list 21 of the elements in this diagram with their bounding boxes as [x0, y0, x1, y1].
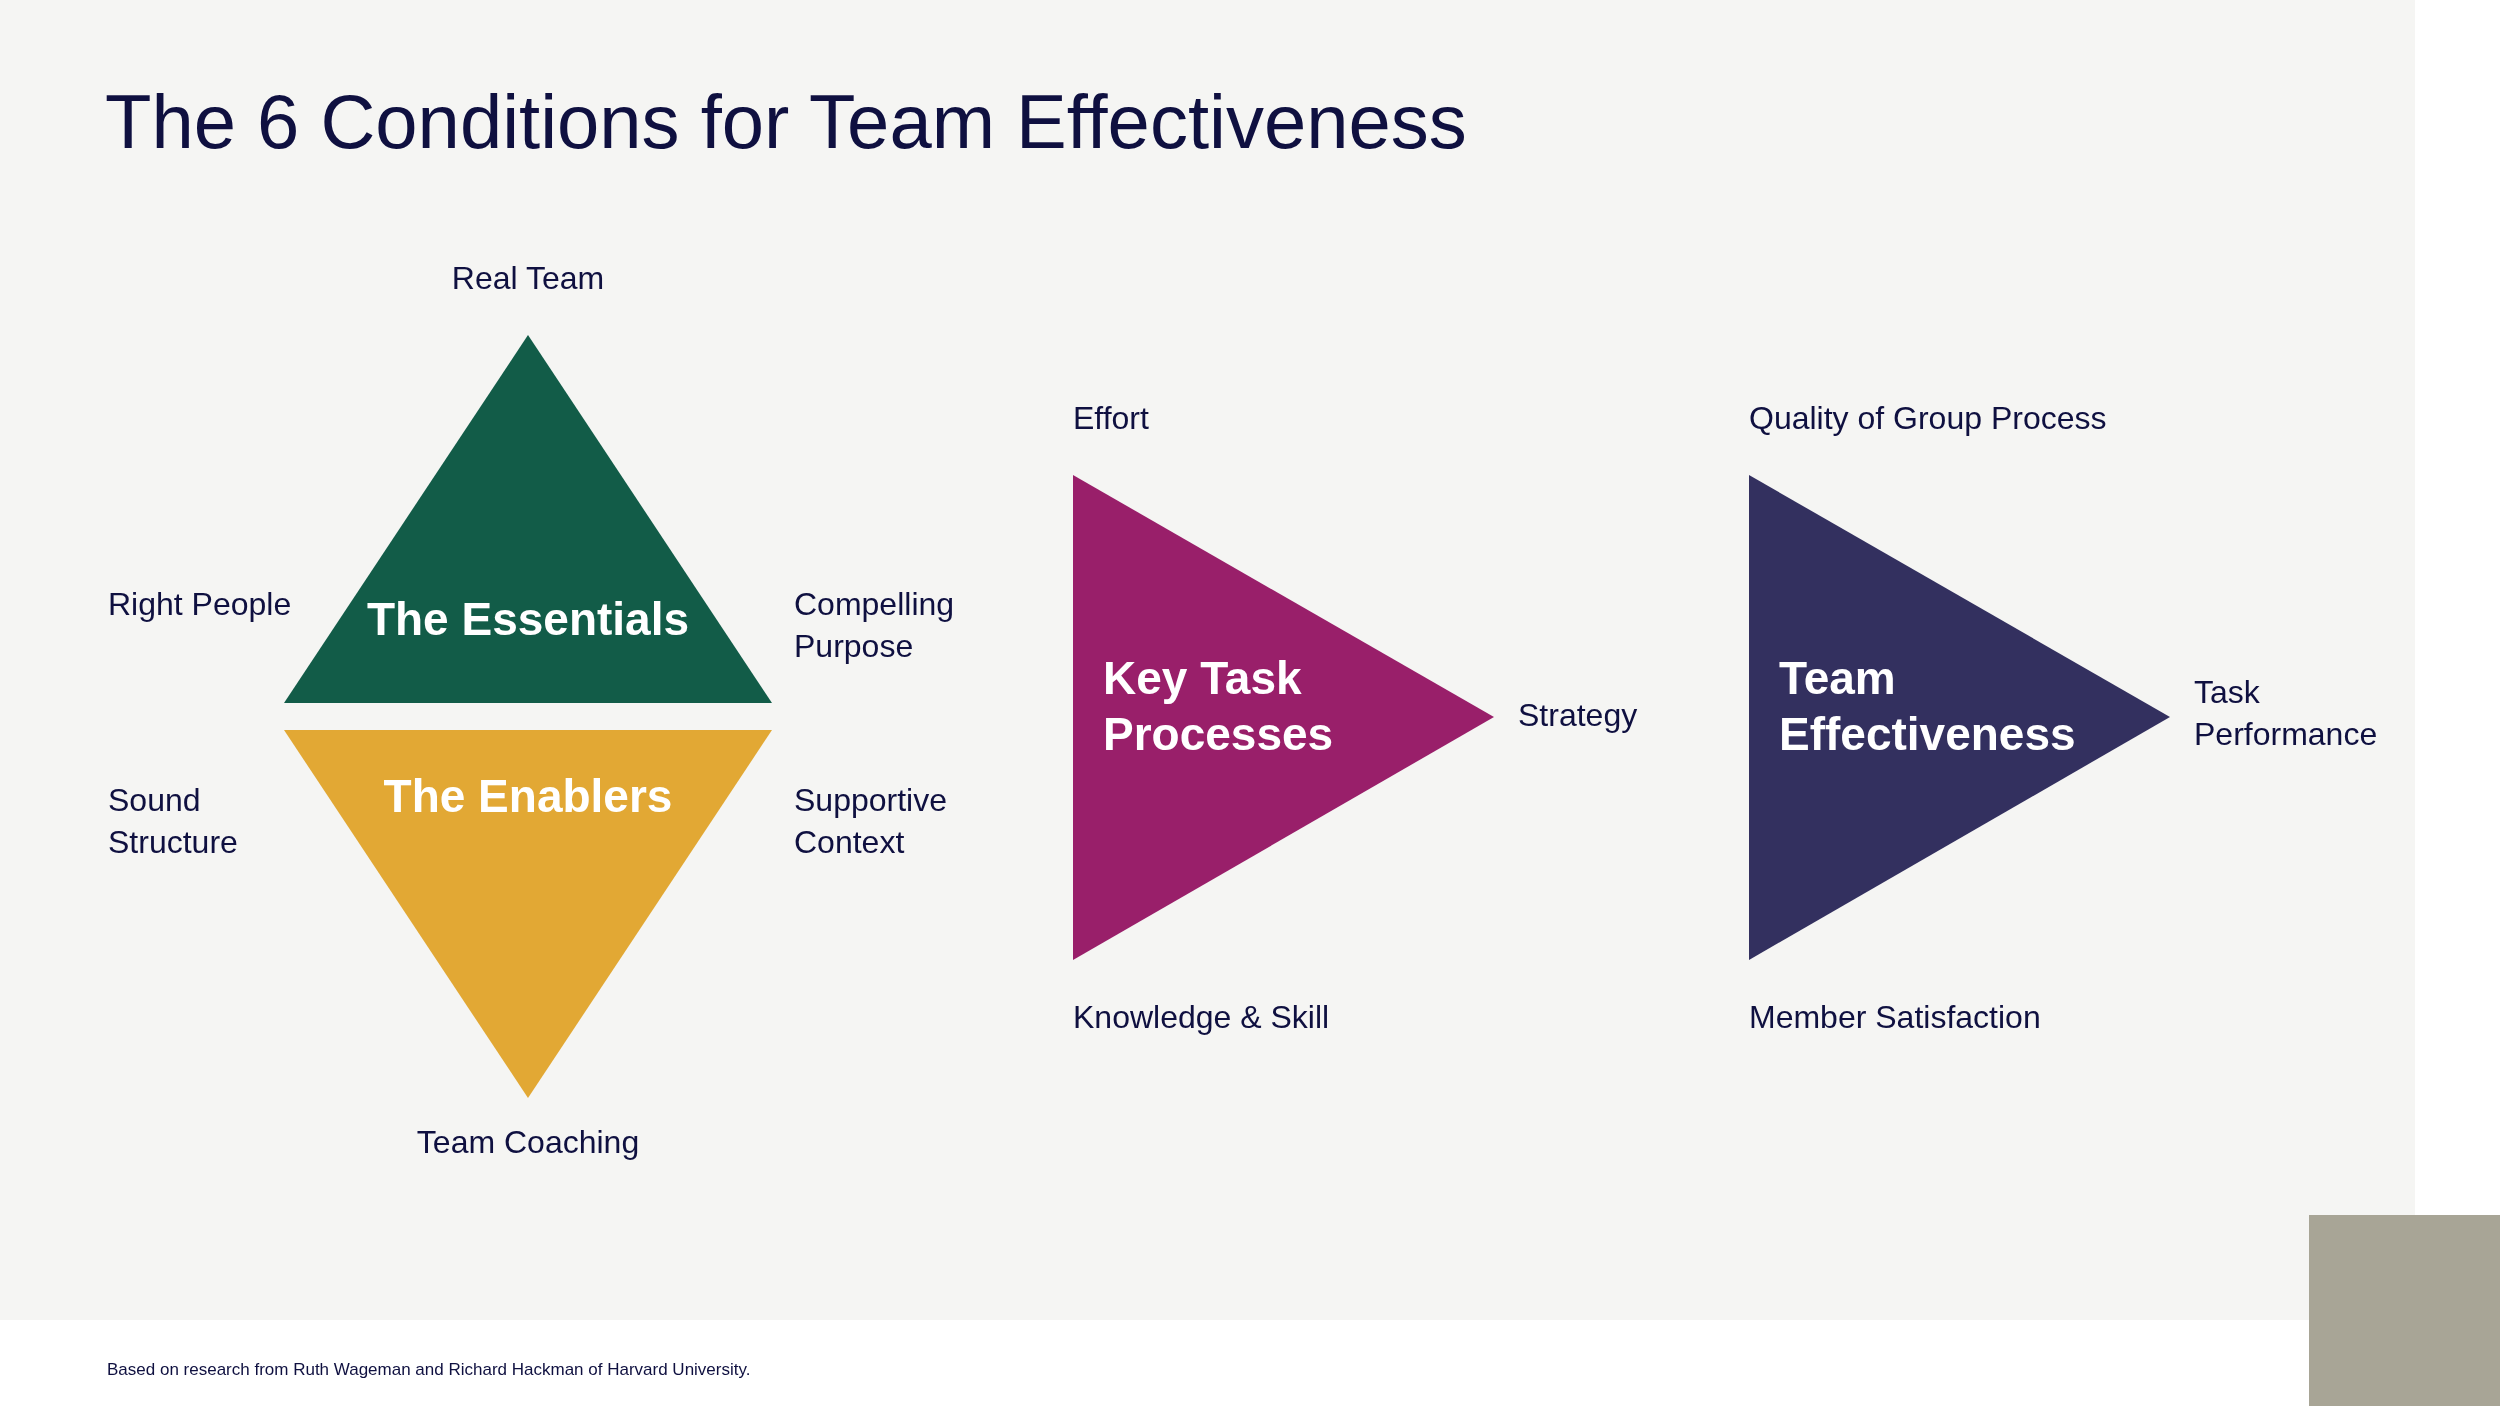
triangle-shape — [284, 730, 772, 1098]
condition-label: Quality of Group Process — [1749, 399, 2108, 438]
condition-label: Supportive Context — [794, 781, 948, 862]
condition-label: Right People — [108, 585, 293, 624]
condition-label: Task Performance — [2194, 673, 2379, 754]
condition-label: Team Coaching — [415, 1123, 641, 1162]
condition-label: Real Team — [450, 259, 606, 298]
triangle-shape — [1749, 475, 2170, 960]
shape-label: The Essentials — [365, 592, 691, 647]
shape-label: The Enablers — [382, 769, 674, 824]
condition-label: Strategy — [1518, 696, 1639, 735]
footnote: Based on research from Ruth Wageman and Richard Hackman of Harvard University. — [107, 1359, 751, 1381]
condition-label: Effort — [1073, 399, 1150, 438]
shape-label: Team Effectiveness — [1779, 651, 2077, 763]
condition-label: Knowledge & Skill — [1073, 998, 1331, 1037]
condition-label: Member Satisfaction — [1749, 998, 2042, 1037]
shape-label: Key Task Processes — [1103, 651, 1335, 763]
title: The 6 Conditions for Team Effectiveness — [105, 80, 1467, 164]
triangle-shape — [1073, 475, 1494, 960]
condition-label: Compelling Purpose — [794, 585, 956, 666]
condition-label: Sound Structure — [108, 781, 239, 862]
